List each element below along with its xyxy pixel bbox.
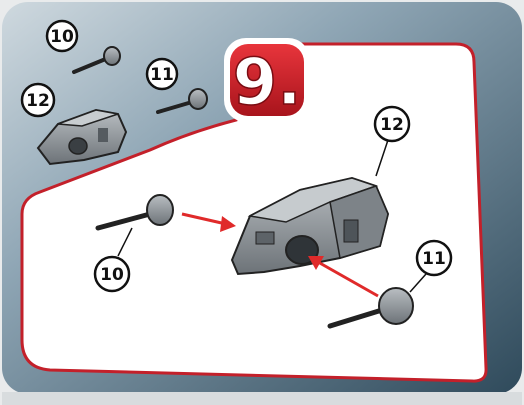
part-11-disc [189,89,207,109]
part-10-gear [104,47,120,65]
bottom-strip [2,392,522,405]
overview-callout-11: 11 [147,59,177,89]
overview-callout-10: 10 [47,21,77,51]
step-badge: 9. [224,38,310,122]
callout-label-11: 11 [150,65,174,85]
callout-label-12: 12 [26,91,50,111]
part-12-opening [69,138,87,154]
callout-label-11: 11 [422,249,446,269]
callout-label-10: 10 [100,265,124,285]
overview-callout-12: 12 [22,84,54,116]
housing-vent [344,220,358,242]
rod-10-gear [147,195,173,225]
step-number: 9. [233,46,302,120]
part-12-detail [98,128,108,142]
callout-label-10: 10 [50,27,74,47]
housing-panel [256,232,274,244]
rod-11-disc [379,288,413,324]
callout-label-12: 12 [380,115,404,135]
